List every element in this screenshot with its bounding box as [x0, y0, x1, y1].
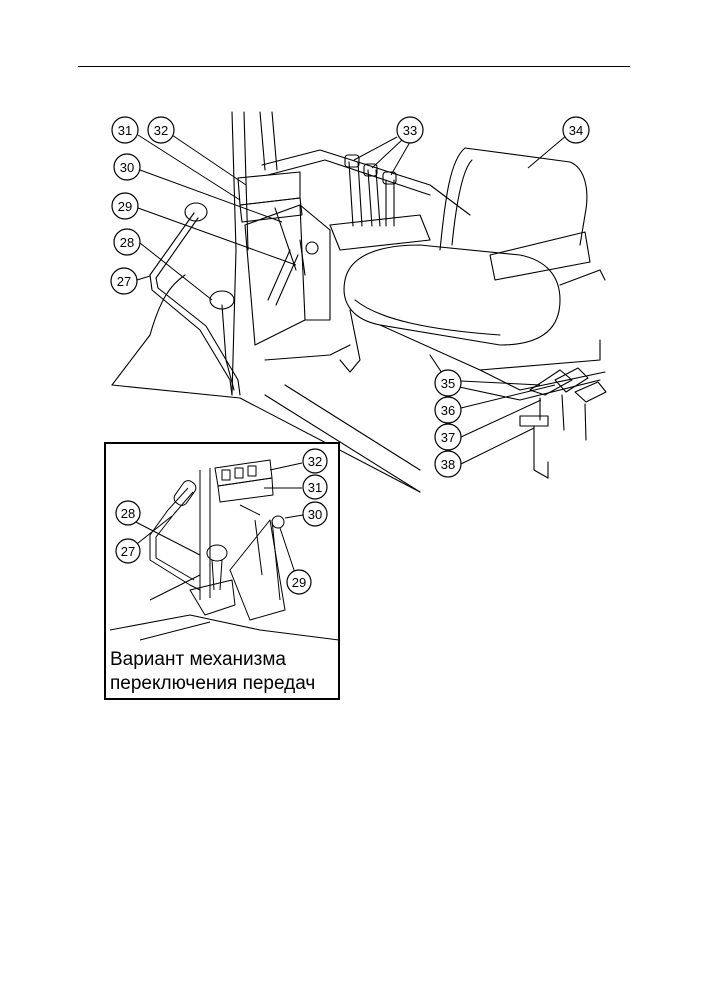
svg-text:31: 31 [308, 480, 322, 495]
svg-text:36: 36 [441, 403, 455, 418]
svg-text:28: 28 [121, 506, 135, 521]
main-callouts: 31 32 33 34 30 29 28 27 35 36 37 38 [110, 116, 590, 478]
callout-28: 28 [113, 228, 141, 256]
svg-text:33: 33 [403, 123, 417, 138]
callout-34: 34 [562, 116, 590, 144]
callout-31: 31 [111, 116, 139, 144]
inset-callout-28: 28 [115, 500, 141, 526]
callout-37: 37 [434, 423, 462, 451]
callout-36: 36 [434, 396, 462, 424]
callout-30: 30 [113, 153, 141, 181]
svg-text:30: 30 [120, 160, 134, 175]
svg-text:34: 34 [569, 123, 583, 138]
inset-variant-box: 32 31 30 28 27 29 [104, 442, 340, 700]
svg-text:27: 27 [117, 274, 131, 289]
callout-38: 38 [434, 450, 462, 478]
svg-text:29: 29 [292, 575, 306, 590]
svg-text:29: 29 [118, 199, 132, 214]
leader-lines [136, 134, 568, 465]
callout-33: 33 [396, 116, 424, 144]
inset-callout-32: 32 [302, 448, 328, 474]
inset-caption-line-1: Вариант механизма [110, 649, 286, 670]
svg-text:27: 27 [121, 544, 135, 559]
svg-text:38: 38 [441, 457, 455, 472]
callout-27: 27 [110, 267, 138, 295]
svg-text:31: 31 [118, 123, 132, 138]
callout-35: 35 [434, 369, 462, 397]
svg-text:32: 32 [308, 454, 322, 469]
inset-caption: Вариант механизма переключения передач [110, 648, 335, 696]
svg-text:28: 28 [120, 235, 134, 250]
inset-callout-30: 30 [302, 501, 328, 527]
header-rule [78, 66, 630, 67]
inset-callout-31: 31 [302, 474, 328, 500]
inset-callout-27: 27 [115, 538, 141, 564]
callout-32: 32 [147, 116, 175, 144]
inset-caption-line-2: переключения передач [110, 673, 316, 694]
svg-text:35: 35 [441, 376, 455, 391]
callout-29: 29 [111, 192, 139, 220]
svg-text:32: 32 [154, 123, 168, 138]
inset-callout-29: 29 [286, 569, 312, 595]
svg-text:37: 37 [441, 430, 455, 445]
svg-text:30: 30 [308, 507, 322, 522]
cab-drawing [111, 111, 607, 493]
